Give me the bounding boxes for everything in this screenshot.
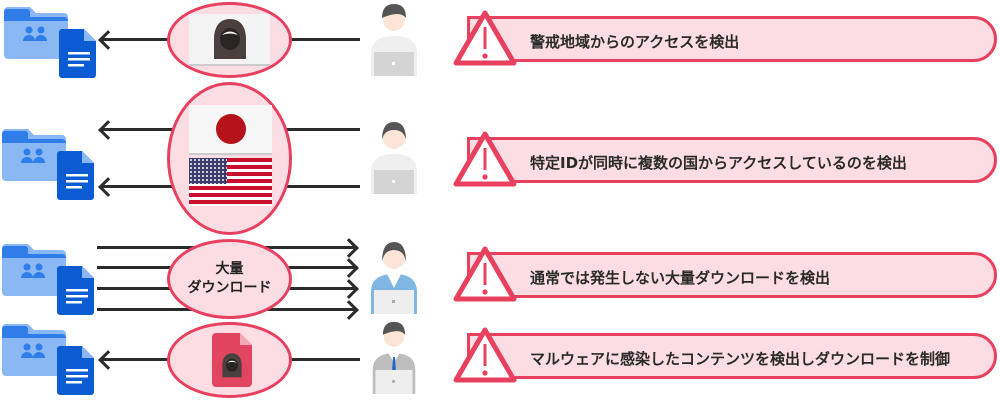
alert-banner-multi-country: 特定IDが同時に複数の国からアクセスしているのを検出 (467, 137, 997, 183)
detection-oval-malware (167, 322, 292, 398)
warning-icon (452, 244, 518, 304)
user-female-office-icon (371, 242, 417, 314)
detection-oval-countries (167, 82, 292, 235)
shared-folder-document-icon (0, 125, 98, 203)
alert-text: 警戒地域からのアクセスを検出 (530, 33, 740, 51)
warning-icon (452, 8, 518, 68)
arrow-head-left-icon (98, 177, 118, 197)
malware-file-icon (212, 333, 252, 387)
user-male-business-icon (372, 321, 416, 394)
arrow-head-right-icon (339, 238, 359, 258)
user-female-casual-icon (371, 122, 417, 194)
warning-icon (452, 129, 518, 189)
detection-oval-mass-download: 大量 ダウンロード (167, 239, 292, 319)
alert-banner-restricted-region: 警戒地域からのアクセスを検出 (467, 16, 997, 62)
warning-icon (452, 325, 518, 385)
shared-folder-document-icon (2, 3, 100, 81)
alert-banner-malware: マルウェアに感染したコンテンツを検出しダウンロードを制御 (467, 333, 997, 379)
oval-label-line2: ダウンロード (187, 280, 272, 296)
arrow-head-right-icon (339, 279, 359, 299)
japan-flag-icon (189, 105, 272, 155)
arrow-head-right-icon (339, 258, 359, 278)
alert-text: 通常では発生しない大量ダウンロードを検出 (530, 269, 831, 287)
alert-banner-mass-download: 通常では発生しない大量ダウンロードを検出 (467, 252, 997, 298)
arrow-head-right-icon (339, 300, 359, 320)
alert-text: 特定IDが同時に複数の国からアクセスしているのを検出 (530, 154, 907, 172)
alert-text: マルウェアに感染したコンテンツを検出しダウンロードを制御 (530, 350, 951, 368)
arrow-head-left-icon (98, 120, 118, 140)
shared-folder-document-icon (0, 320, 98, 398)
shared-folder-document-icon (0, 240, 98, 318)
hacker-icon (210, 17, 250, 61)
arrow-head-left-icon (98, 30, 118, 50)
detection-oval-hacker (167, 2, 292, 78)
user-male-casual-icon (371, 4, 417, 76)
oval-label-line1: 大量 (215, 261, 244, 277)
arrow-head-left-icon (98, 350, 118, 370)
usa-flag-icon (189, 158, 272, 206)
hacker-flag-icon (189, 14, 270, 66)
